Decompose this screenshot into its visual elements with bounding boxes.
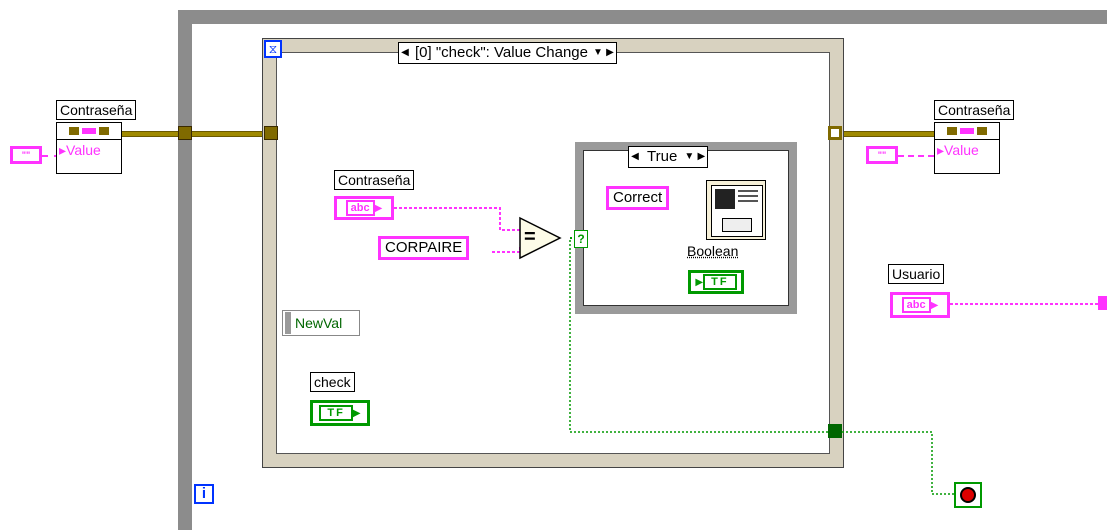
boolean-indicator-label: Boolean (684, 242, 741, 260)
event-data-node: NewVal (282, 310, 360, 336)
boolean-indicator: ▶TF (688, 270, 744, 294)
next-case-arrow[interactable]: ▶ (695, 147, 707, 167)
check-control-label: check (310, 372, 355, 392)
one-button-dialog-icon[interactable] (706, 180, 766, 240)
case-selector-label: True (641, 147, 683, 167)
case-selector-terminal[interactable]: ? (574, 230, 588, 248)
stop-icon (960, 487, 976, 503)
prev-case-arrow[interactable]: ◀ (629, 147, 641, 167)
case-dropdown-arrow[interactable]: ▼ (683, 147, 695, 167)
user-control[interactable]: abc▶ (890, 292, 950, 318)
stop-terminal[interactable] (954, 482, 982, 508)
check-control[interactable]: TF▶ (310, 400, 370, 426)
user-control-label: Usuario (888, 264, 944, 284)
equal-comparator[interactable]: = (524, 226, 536, 248)
case-selector[interactable]: ◀ True ▼ ▶ (628, 146, 708, 168)
correct-string-constant[interactable]: Correct (606, 186, 669, 210)
newval-label: NewVal (295, 315, 342, 331)
string-tunnel-right (1098, 296, 1107, 310)
